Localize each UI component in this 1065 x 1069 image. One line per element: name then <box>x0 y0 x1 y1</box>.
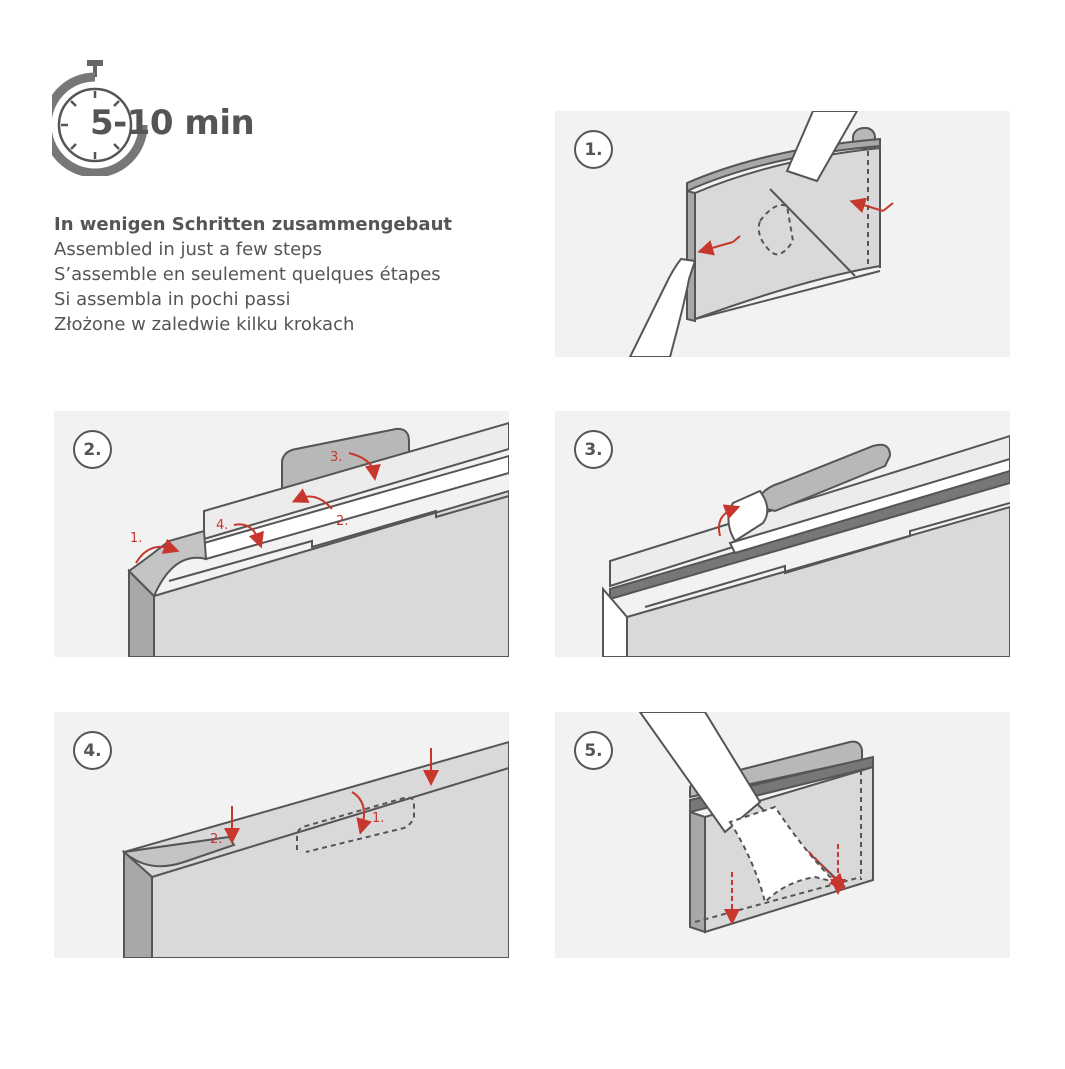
intro-line-it: Si assembla in pochi passi <box>54 289 291 310</box>
intro-text: In wenigen Schritten zusammengebaut Asse… <box>54 212 452 337</box>
intro-line-en: Assembled in just a few steps <box>54 239 322 260</box>
intro-line-fr: S’assemble en seulement quelques étapes <box>54 264 441 285</box>
intro-line-pl: Złożone w zaledwie kilku krokach <box>54 314 355 335</box>
step-2-callout-3: 3. <box>330 450 342 465</box>
step-2-callout-2: 2. <box>336 514 348 529</box>
step-5-panel: 5. <box>555 712 1010 958</box>
step-4-callout-2: 2. <box>210 832 222 847</box>
step-4-number: 4. <box>73 731 112 770</box>
step-1-number: 1. <box>574 130 613 169</box>
step-4-callout-1: 1. <box>372 811 384 826</box>
step-2-number: 2. <box>73 430 112 469</box>
step-4-panel: 2. 1. 4. <box>54 712 509 958</box>
intro-line-de: In wenigen Schritten zusammengebaut <box>54 214 452 235</box>
step-2-callout-4: 4. <box>216 518 228 533</box>
step-2-panel: 1. 2. 3. 4. 2. <box>54 411 509 657</box>
step-1-panel: 1. <box>555 111 1010 357</box>
stopwatch-icon <box>42 56 252 178</box>
duration-label: 5-10 min <box>90 103 255 143</box>
step-5-number: 5. <box>574 731 613 770</box>
step-3-number: 3. <box>574 430 613 469</box>
step-2-callout-1: 1. <box>130 531 142 546</box>
step-3-panel: 3. <box>555 411 1010 657</box>
